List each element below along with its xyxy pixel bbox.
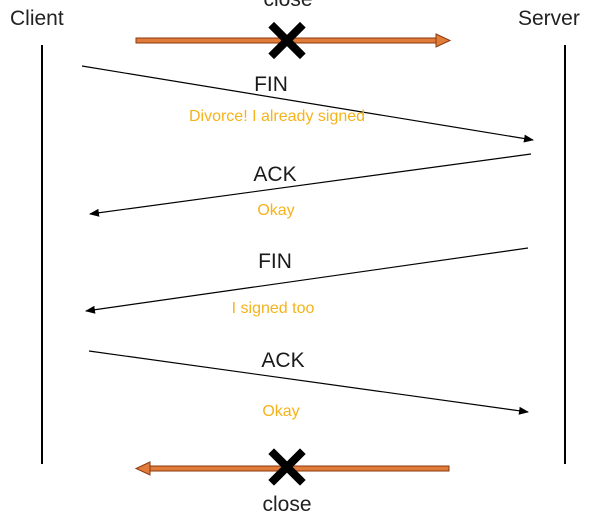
message-label-ack-2: ACK — [261, 349, 305, 372]
ack-arrow-server-to-client — [89, 153, 532, 217]
message-label-fin-2: FIN — [258, 250, 292, 273]
top-close-label: close — [263, 0, 312, 10]
message-note-2: Okay — [257, 202, 295, 219]
client-label: Client — [10, 7, 64, 30]
message-note-4: Okay — [262, 403, 300, 420]
ack-arrow-client-to-server — [88, 350, 529, 415]
message-label-ack-1: ACK — [253, 163, 297, 186]
message-label-fin-1: FIN — [254, 73, 288, 96]
server-label: Server — [518, 7, 580, 30]
fin-arrow-server-to-client — [85, 247, 529, 314]
x-mark-icon — [268, 448, 306, 486]
bottom-close-label: close — [262, 493, 312, 516]
message-note-1: Divorce! I already signed — [188, 108, 366, 125]
bottom-close-bar — [134, 461, 450, 476]
x-mark-icon — [268, 21, 306, 60]
fin-arrow-client-to-server — [81, 65, 534, 143]
message-note-3: I signed too — [231, 300, 315, 317]
